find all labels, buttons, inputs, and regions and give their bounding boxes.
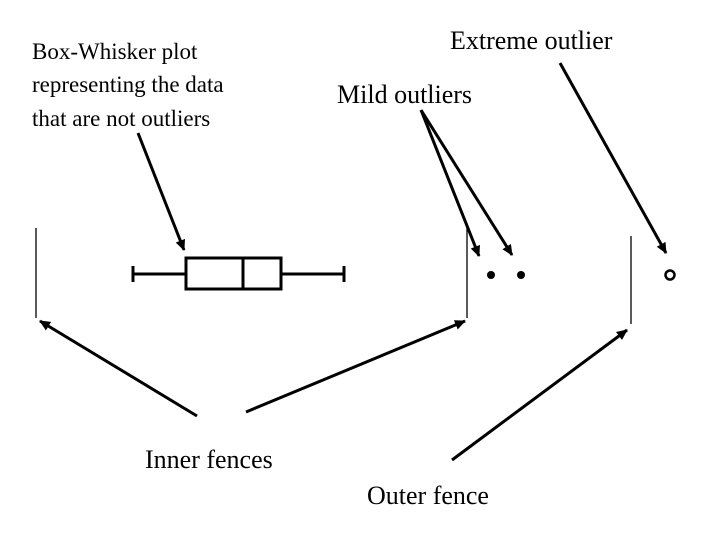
- arrow-to-outer-fence: [451, 328, 628, 462]
- extreme-outlier-point: [664, 269, 676, 281]
- mild-outlier-point-1: [487, 271, 495, 279]
- interquartile-box: [184, 256, 283, 291]
- extreme-outlier-label: Extreme outlier: [450, 26, 613, 55]
- arrow-to-extreme-outlier: [558, 62, 668, 254]
- arrow-to-left-inner-fence: [39, 319, 198, 418]
- box-whisker-label-line-2: representing the data: [32, 72, 224, 97]
- inner-fences-label: Inner fences: [145, 445, 273, 474]
- arrow-to-right-inner-fence: [245, 319, 466, 414]
- arrow-to-mild-outlier-2: [419, 109, 514, 256]
- outer-fence-label: Outer fence: [367, 481, 489, 510]
- arrow-to-mild-outlier-1: [419, 109, 481, 257]
- arrow-to-box-plot: [136, 132, 186, 251]
- box-whisker-label-line-1: Box-Whisker plot: [32, 39, 198, 64]
- box-whisker-label-line-3: that are not outliers: [32, 106, 210, 131]
- box-whisker-plot: [131, 256, 346, 291]
- mild-outliers-label: Mild outliers: [337, 80, 472, 109]
- mild-outlier-point-2: [517, 271, 525, 279]
